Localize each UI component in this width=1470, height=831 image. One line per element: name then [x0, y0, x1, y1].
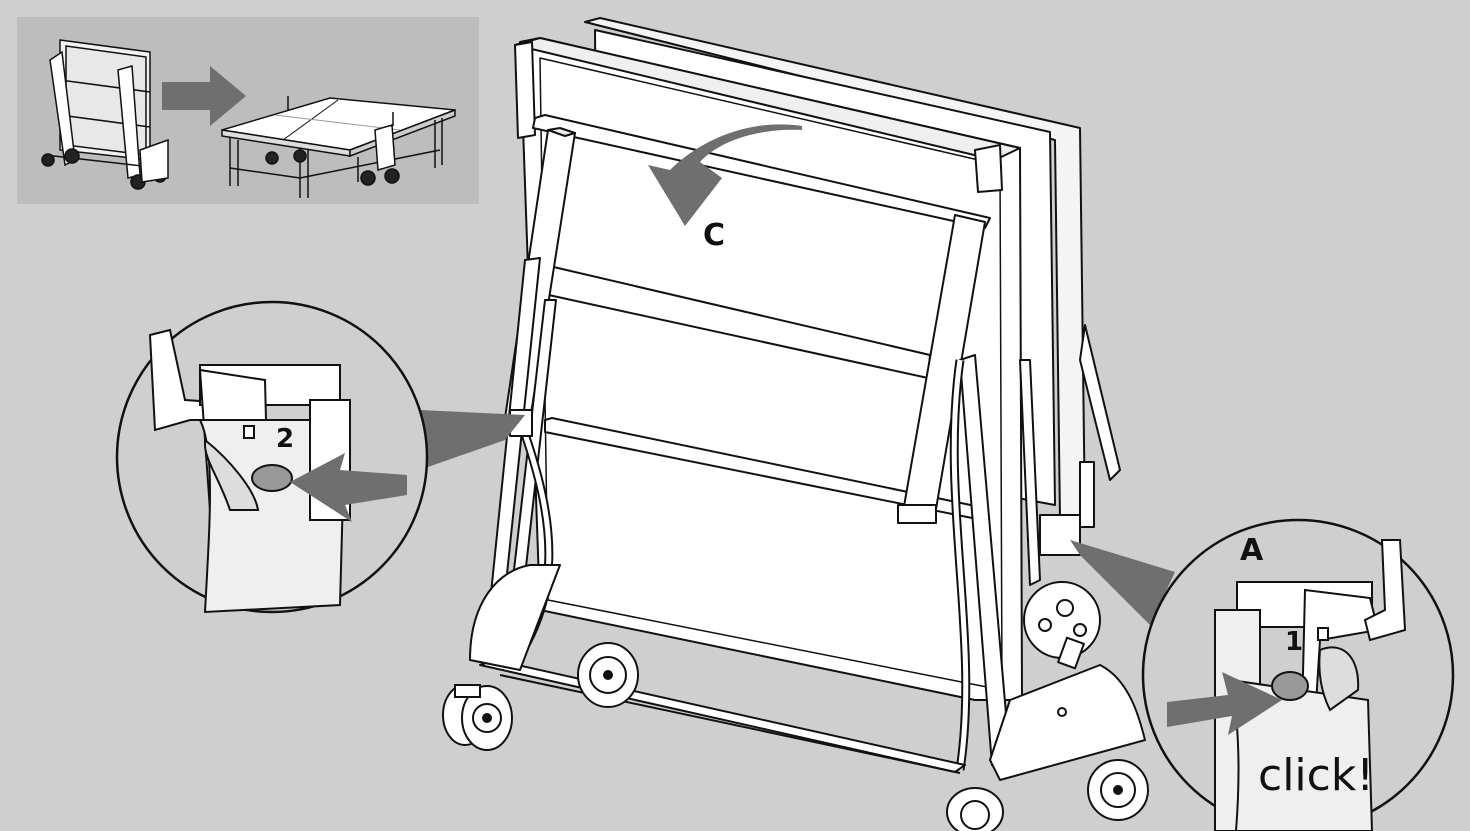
wheel-front-left	[442, 684, 513, 751]
right-callout-pointer	[1070, 540, 1175, 625]
overview-inset	[17, 17, 479, 204]
step-number-1: 1	[1285, 627, 1303, 657]
rotate-arrow	[648, 124, 802, 226]
click-label: click!	[1258, 750, 1374, 801]
detail-circle-right: 1 A click!	[1141, 518, 1455, 831]
wheels	[442, 642, 1149, 831]
step-label-a: A	[1240, 533, 1264, 568]
step-label-c: C	[703, 218, 725, 253]
wheel-rear-left	[577, 642, 639, 708]
step-number-2: 2	[276, 424, 294, 454]
transition-arrow	[162, 66, 246, 126]
wheel-rear-right	[1087, 759, 1149, 821]
open-table-thumbnail	[221, 96, 456, 198]
folded-table-thumbnail	[41, 39, 169, 190]
push-arrow-left	[290, 453, 407, 522]
push-arrow-right	[1167, 672, 1282, 735]
detail-circle-left: 2	[115, 300, 429, 614]
folded-table	[469, 17, 1146, 781]
left-callout-pointer	[420, 410, 525, 468]
wheel-front-right	[946, 787, 1004, 831]
